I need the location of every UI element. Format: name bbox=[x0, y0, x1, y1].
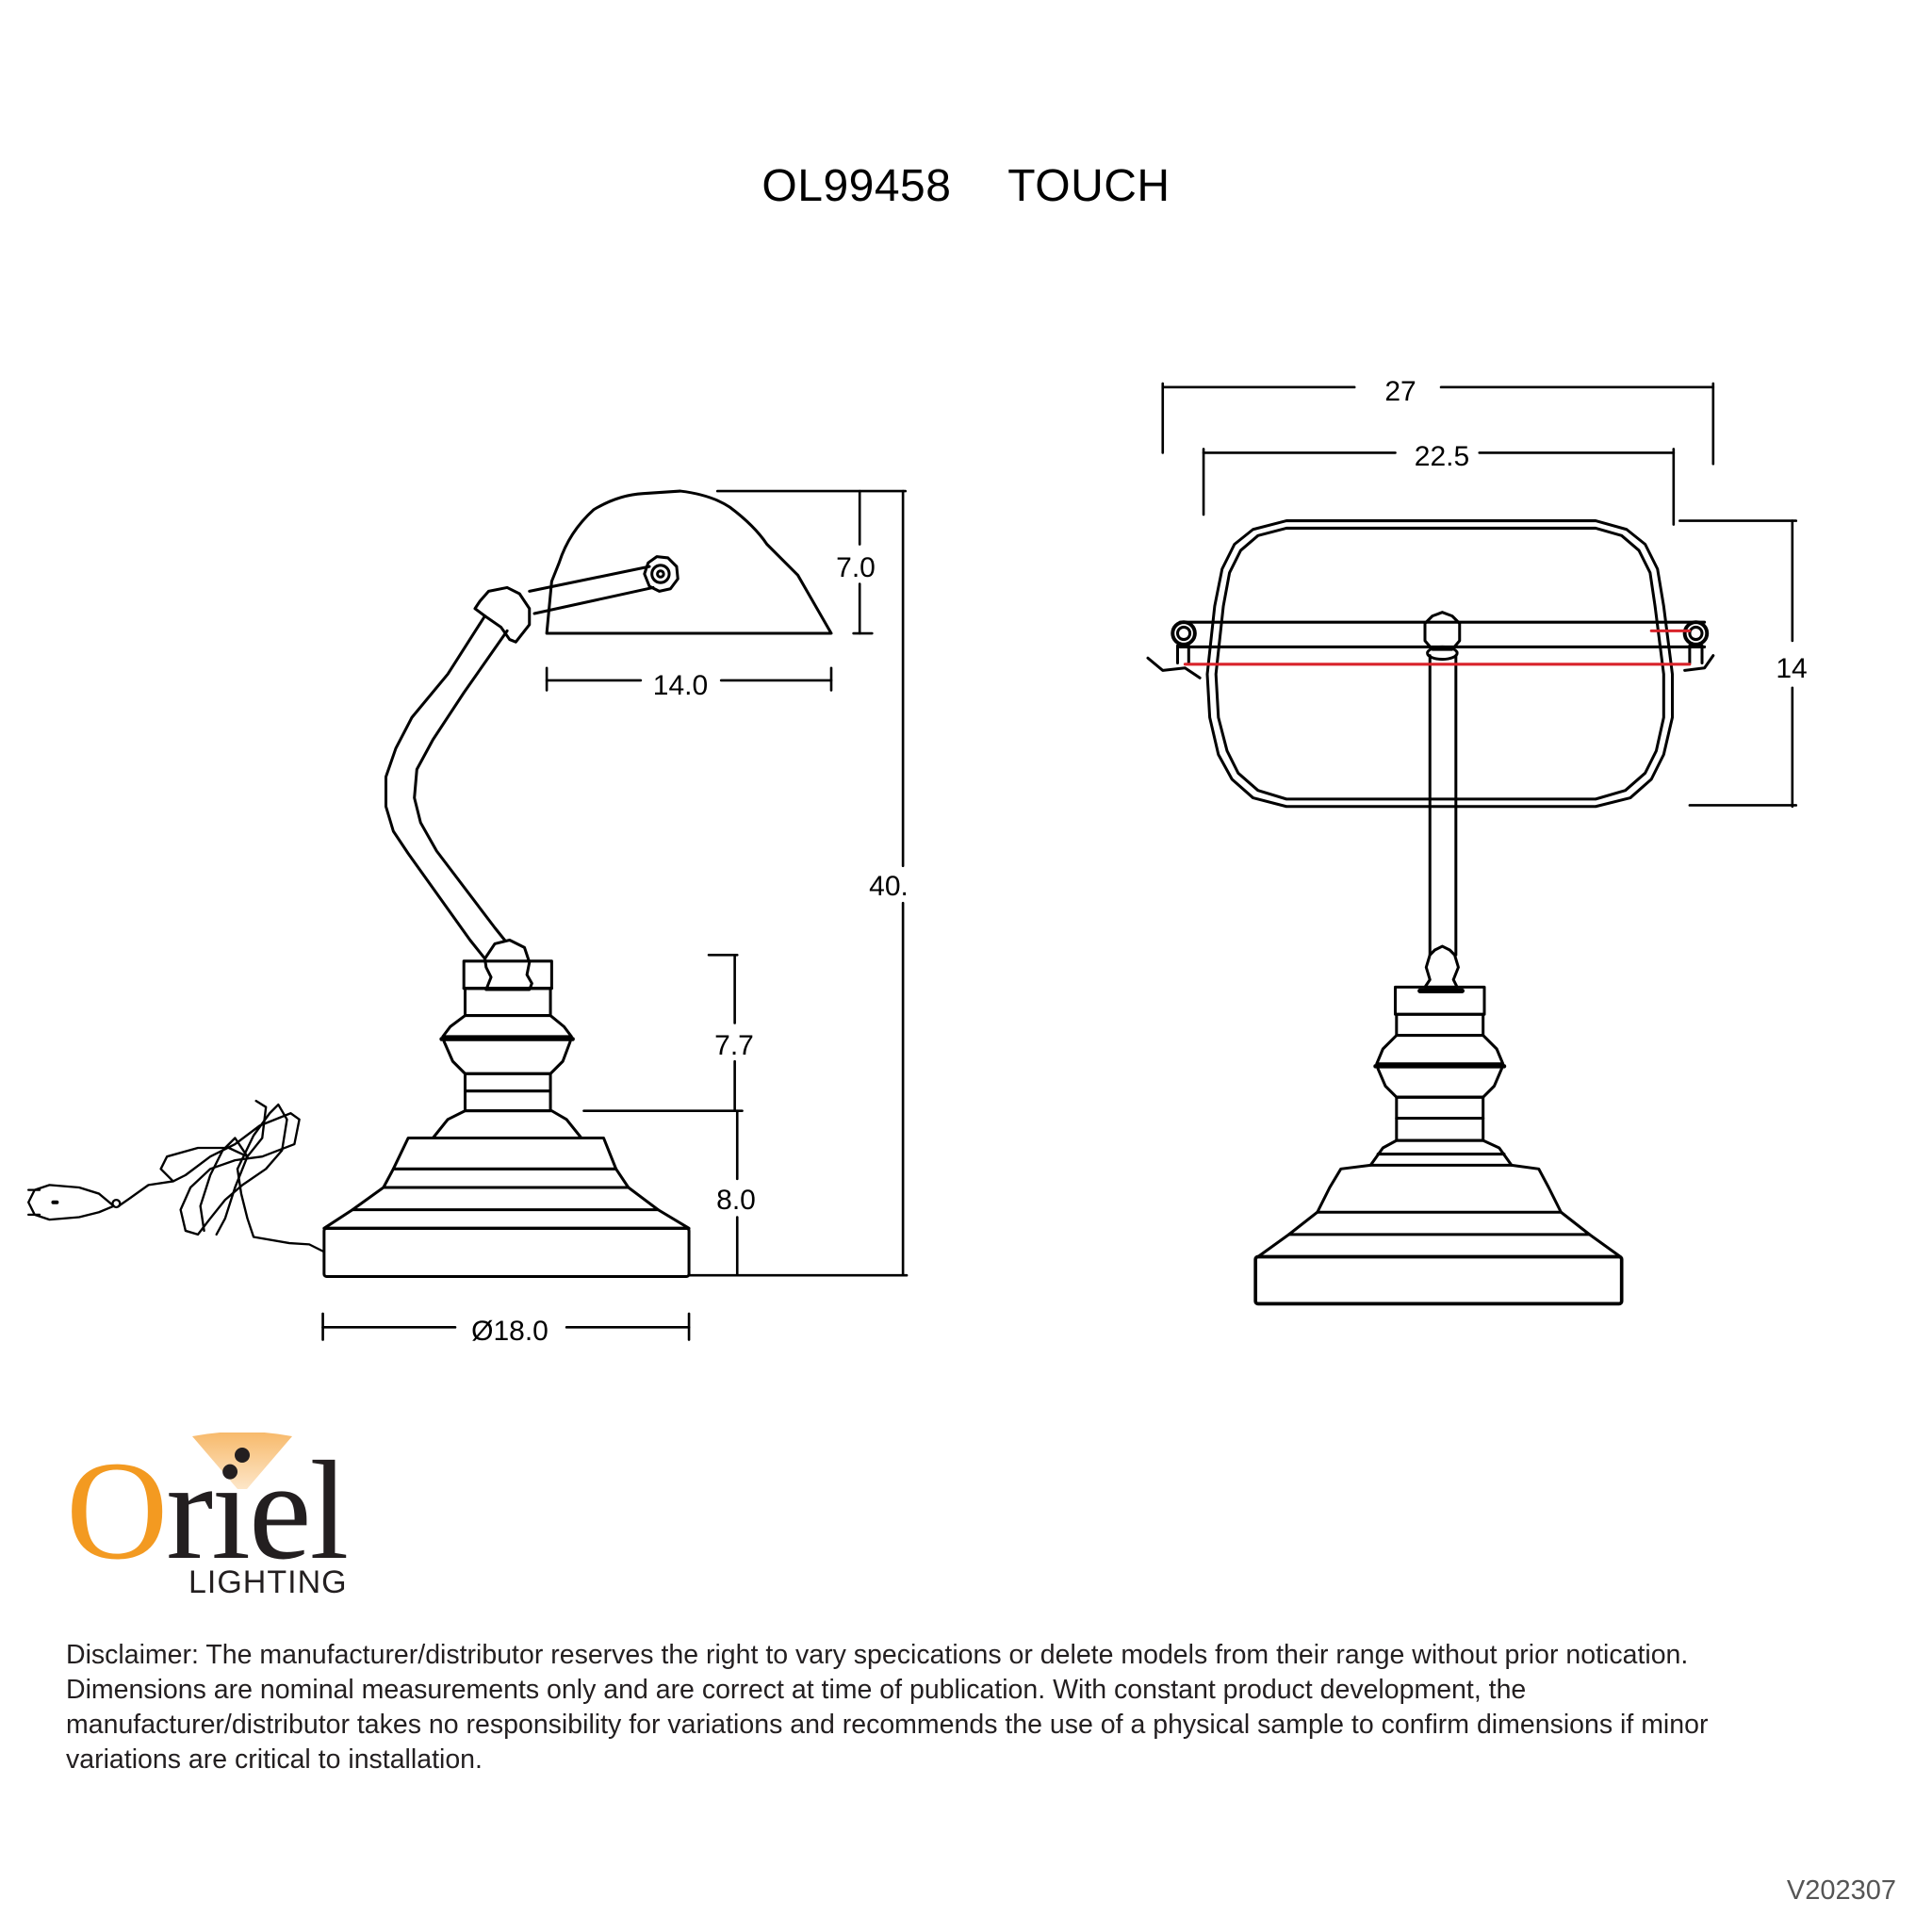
dim-overall-height: 40. bbox=[869, 871, 909, 902]
front-view-lamp bbox=[1146, 519, 1715, 1306]
dim-shade-width: 14.0 bbox=[653, 670, 708, 701]
dim-shade-depth: 14 bbox=[1776, 653, 1807, 684]
power-cord bbox=[117, 1099, 326, 1253]
brand-logo: Oriel LIGHTING bbox=[66, 1433, 377, 1602]
side-view-dimensions bbox=[321, 489, 909, 1341]
model-number: OL99458 bbox=[761, 161, 952, 211]
front-view-dimensions bbox=[1161, 382, 1798, 809]
shade-side-outline bbox=[545, 489, 833, 635]
disclaimer-line: manufacturer/distributor takes no respon… bbox=[66, 1710, 1709, 1740]
version-code: V202307 bbox=[1786, 1875, 1896, 1906]
side-view-lamp bbox=[27, 489, 833, 1279]
disclaimer-line: variations are critical to installation. bbox=[66, 1744, 483, 1775]
dim-shade-height: 7.0 bbox=[836, 552, 876, 583]
page-title: OL99458 TOUCH bbox=[0, 160, 1932, 212]
dim-base-height: 8.0 bbox=[716, 1185, 756, 1216]
highlight-lines bbox=[1183, 629, 1692, 666]
disclaimer-line: Disclaimer: The manufacturer/distributor… bbox=[66, 1640, 1689, 1670]
dim-base-diameter: Ø18.0 bbox=[471, 1316, 548, 1347]
brand-subtitle: LIGHTING bbox=[188, 1564, 348, 1600]
dim-neck-height: 7.7 bbox=[714, 1030, 754, 1061]
plug-icon bbox=[27, 1184, 122, 1221]
product-name: TOUCH bbox=[1007, 161, 1171, 211]
dim-overall-width: 27 bbox=[1384, 376, 1416, 407]
dim-front-shade-width: 22.5 bbox=[1415, 441, 1469, 472]
disclaimer: Disclaimer: The manufacturer/distributor… bbox=[66, 1638, 1875, 1777]
brand-wordmark: Oriel bbox=[66, 1433, 349, 1589]
disclaimer-line: Dimensions are nominal measurements only… bbox=[66, 1675, 1527, 1705]
light-cone-icon bbox=[192, 1433, 292, 1489]
